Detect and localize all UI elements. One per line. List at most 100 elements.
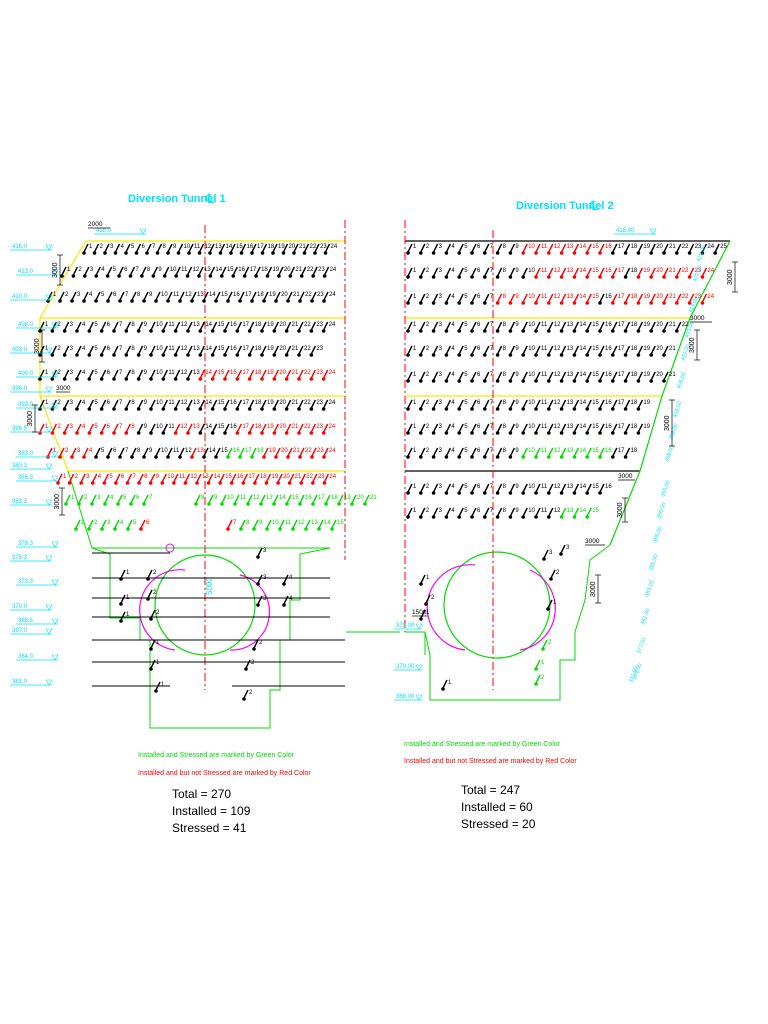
rock-anchor: 13 — [559, 321, 574, 333]
rock-anchor: 2 — [50, 399, 61, 411]
elevation-label: 406.00 — [676, 372, 687, 390]
rock-anchor: 15 — [210, 321, 225, 333]
anchor-number: 14 — [579, 322, 586, 328]
anchor-number: 14 — [205, 346, 212, 352]
rock-anchor: 13 — [186, 345, 200, 357]
rock-anchor: 3 — [431, 267, 443, 279]
svg-text:413.00: 413.00 — [684, 321, 695, 339]
anchor-number: 14 — [579, 508, 586, 514]
rock-anchor: 21 — [284, 345, 299, 357]
anchor-number: 9 — [515, 484, 519, 490]
anchor-number: 12 — [253, 495, 260, 501]
rock-anchor: 4 — [444, 345, 455, 357]
anchor-number: 3 — [439, 244, 443, 250]
anchor-number: 19 — [344, 495, 351, 501]
rock-anchor: 3 — [62, 345, 74, 357]
rock-anchor: 21 — [292, 243, 306, 255]
rock-anchor: 10 — [149, 423, 163, 435]
anchor-number: 24 — [329, 400, 336, 406]
rock-anchor: 16 — [598, 345, 612, 357]
anchor-number: 22 — [304, 370, 311, 376]
anchor-number: 7 — [490, 322, 494, 328]
anchor-number: 18 — [631, 400, 638, 406]
anchor-number: 7 — [119, 400, 123, 406]
rock-anchor: 23 — [309, 321, 324, 333]
rock-anchor: 16 — [223, 321, 237, 333]
anchor-number: 9 — [515, 424, 519, 430]
rock-anchor: 12 — [173, 369, 188, 381]
svg-text:425.00: 425.00 — [696, 245, 707, 263]
rock-anchor: 17 — [611, 267, 625, 279]
anchor-number: 9 — [515, 508, 519, 514]
anchor-number: 7 — [133, 474, 137, 480]
anchor-number: 13 — [197, 292, 204, 298]
rock-anchor: 21 — [662, 371, 676, 383]
elevation-label: 398.00 — [668, 423, 679, 441]
anchor-number: 8 — [503, 322, 507, 328]
rock-anchor: 22 — [297, 399, 311, 411]
rock-anchor: 17 — [235, 369, 250, 381]
rock-anchor: 4 — [444, 423, 455, 435]
rock-anchor: 21 — [662, 321, 676, 333]
anchor-number: 17 — [618, 424, 625, 430]
elevation-label: 419.00 — [688, 296, 699, 314]
anchor-number: 5 — [123, 495, 127, 501]
rock-anchor: 1 — [534, 659, 545, 671]
anchor-number: 1 — [53, 448, 57, 454]
anchor-number: 9 — [515, 244, 519, 250]
anchor-number: 16 — [605, 322, 612, 328]
rock-anchor: 10 — [265, 519, 279, 531]
anchor-number: 7 — [490, 448, 494, 454]
anchor-number: 12 — [181, 322, 188, 328]
elevation-label: 410.0 — [10, 294, 53, 301]
anchor-number: 13 — [202, 474, 209, 480]
rock-anchor: 19 — [636, 345, 651, 357]
elevation-label: 386.5 — [10, 426, 53, 433]
anchor-number: 3 — [439, 508, 443, 514]
anchor-number: 4 — [451, 244, 455, 250]
rock-anchor: 10 — [220, 494, 234, 506]
anchor-number: 10 — [156, 370, 163, 376]
anchor-number: 7 — [149, 495, 153, 501]
anchor-number: 8 — [503, 484, 507, 490]
anchor-number: 20 — [656, 346, 663, 352]
anchor-number: 19 — [269, 292, 276, 298]
rock-anchor: 12 — [547, 399, 561, 411]
rock-anchor: 1 — [56, 473, 67, 485]
anchor-number: 14 — [209, 292, 216, 298]
rock-anchor: 12 — [547, 243, 561, 255]
svg-text:400.0: 400.0 — [18, 371, 34, 377]
rock-anchor: 9 — [508, 293, 519, 305]
rock-anchor: 19 — [262, 447, 276, 459]
anchor-number: 14 — [209, 448, 216, 454]
anchor-number: 12 — [554, 294, 561, 300]
anchor-number: 19 — [273, 267, 280, 273]
anchor-number: 1 — [89, 244, 93, 250]
anchor-number: 17 — [242, 322, 249, 328]
rock-anchor: 17 — [611, 293, 625, 305]
anchor-number: 25 — [720, 244, 727, 250]
anchor-number: 6 — [477, 268, 481, 274]
anchor-number: 20 — [279, 370, 286, 376]
anchor-number: 20 — [656, 268, 663, 274]
rock-anchor: 8 — [124, 423, 135, 435]
tunnel1-installed: Installed = 109 — [172, 804, 251, 818]
svg-text:408.0: 408.0 — [18, 322, 34, 328]
anchor-number: 9 — [515, 400, 519, 406]
rock-anchor: 14 — [206, 473, 221, 485]
anchor-number: 21 — [669, 244, 676, 250]
svg-text:375.00: 375.00 — [632, 663, 643, 681]
anchor-number: 1 — [413, 424, 417, 430]
rock-anchor: 8 — [495, 267, 507, 279]
rock-anchor: 1 — [406, 447, 417, 459]
anchor-number: 20 — [357, 495, 364, 501]
anchor-number: 22 — [304, 424, 311, 430]
anchor-number: 24 — [707, 268, 714, 274]
anchor-number: 8 — [131, 346, 135, 352]
svg-text:398.00: 398.00 — [664, 445, 675, 463]
rock-anchor: 5 — [457, 345, 468, 357]
anchor-number: 12 — [554, 244, 561, 250]
anchor-number: 15 — [337, 520, 344, 526]
rock-anchor: 15 — [585, 507, 600, 519]
anchor-number: 11 — [541, 484, 548, 490]
